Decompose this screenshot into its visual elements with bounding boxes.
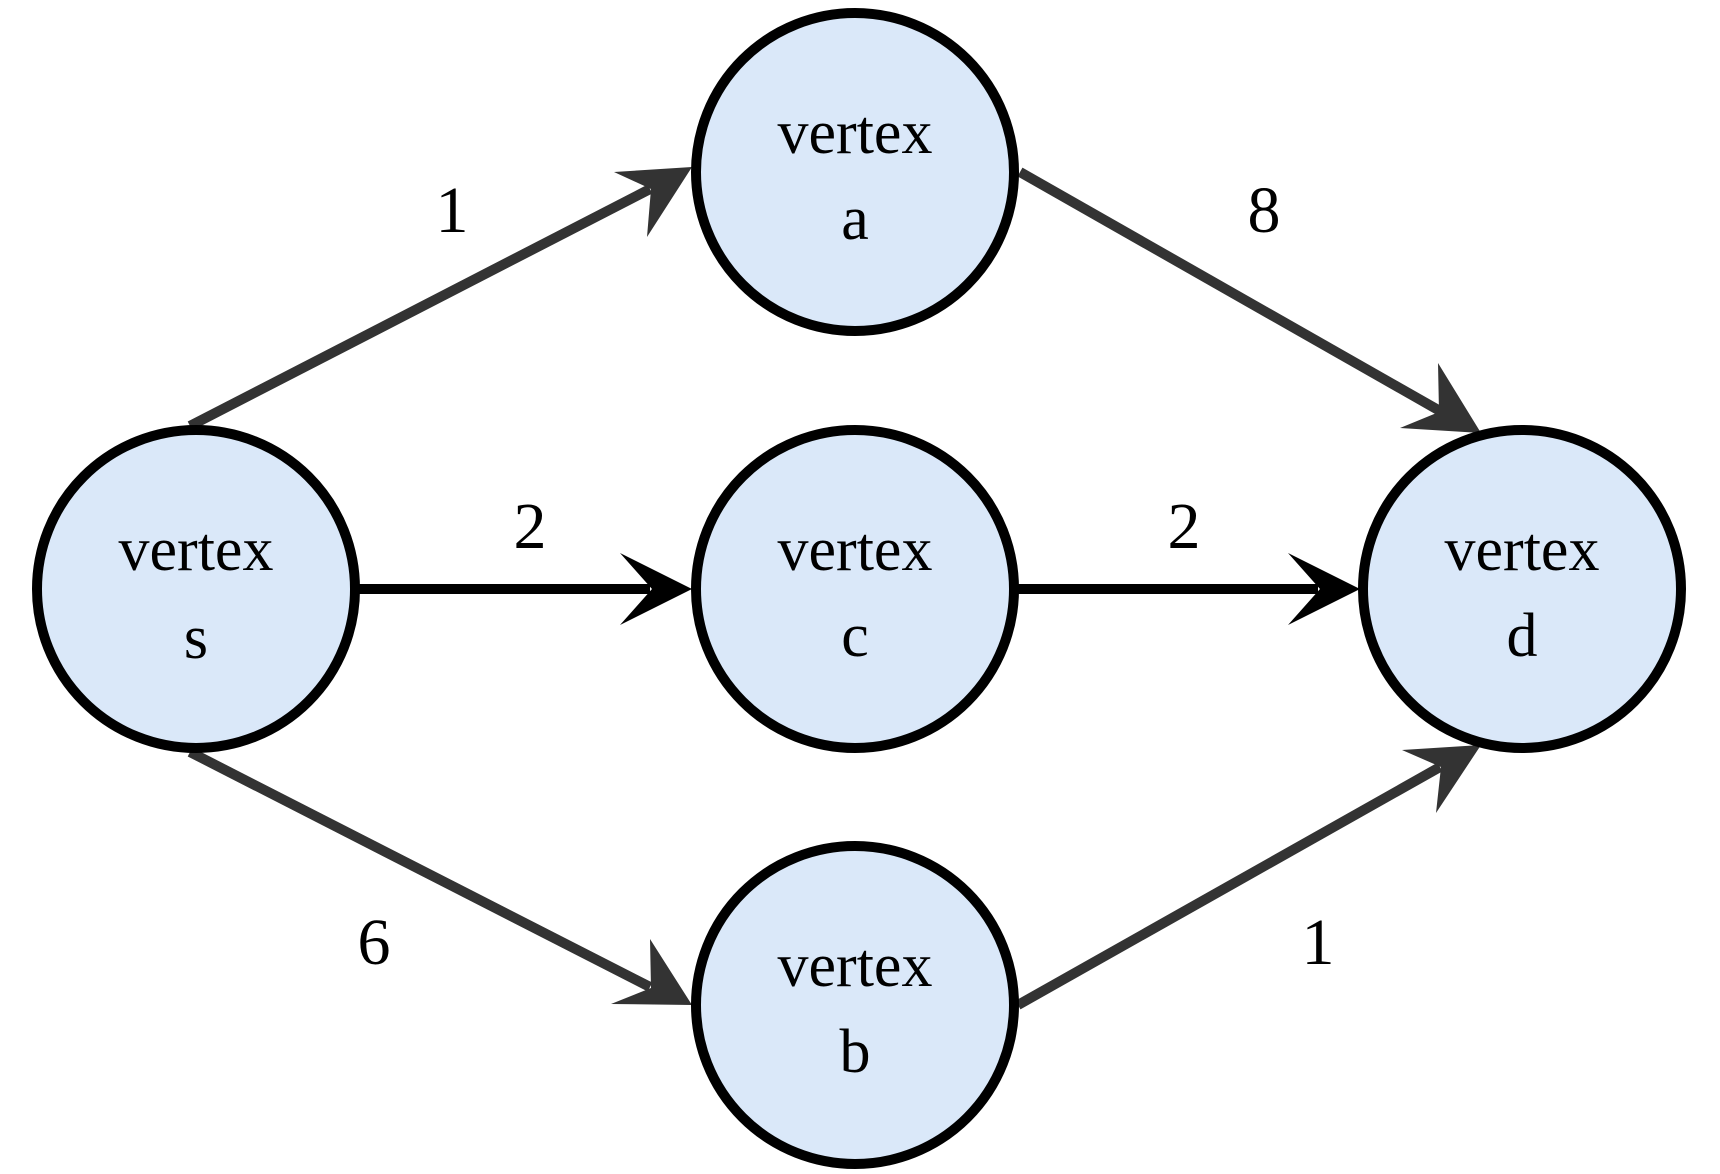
edge-c-d	[1018, 553, 1360, 625]
arrowhead-b-d	[1402, 745, 1481, 813]
node-b-label-bottom: b	[840, 1018, 871, 1086]
weight-s-a: 1	[436, 174, 469, 247]
node-a-label-bottom: a	[841, 185, 869, 253]
arrowhead-s-a	[614, 167, 692, 237]
weight-b-d: 1	[1302, 906, 1335, 979]
edge-a-d	[1017, 167, 1481, 433]
node-c-label-bottom: c	[841, 602, 869, 670]
node-b: vertex b	[691, 841, 1019, 1169]
node-s-label-top: vertex	[119, 516, 274, 584]
weight-c-d: 2	[1168, 490, 1201, 563]
arrowhead-c-d	[1288, 553, 1360, 625]
weight-s-b: 6	[358, 906, 391, 979]
weight-s-c: 2	[514, 490, 547, 563]
arrowhead-s-c	[620, 553, 692, 625]
node-d-label-bottom: d	[1507, 602, 1538, 670]
edge-b-d	[1015, 745, 1481, 1010]
node-d: vertex d	[1358, 425, 1686, 753]
edge-s-c	[358, 553, 692, 625]
node-d-label-top: vertex	[1445, 516, 1600, 584]
edge-s-b	[187, 747, 692, 1005]
node-c: vertex c	[691, 425, 1019, 753]
weight-a-d: 8	[1248, 174, 1281, 247]
node-s: vertex s	[32, 425, 360, 753]
node-a: vertex a	[691, 8, 1019, 336]
arrowhead-a-d	[1400, 363, 1481, 433]
node-b-label-top: vertex	[778, 932, 933, 1000]
node-c-label-top: vertex	[778, 516, 933, 584]
arrowhead-s-b	[611, 939, 692, 1005]
edge-s-a	[187, 167, 692, 431]
node-a-label-top: vertex	[778, 99, 933, 167]
node-s-label-bottom: s	[184, 604, 208, 672]
